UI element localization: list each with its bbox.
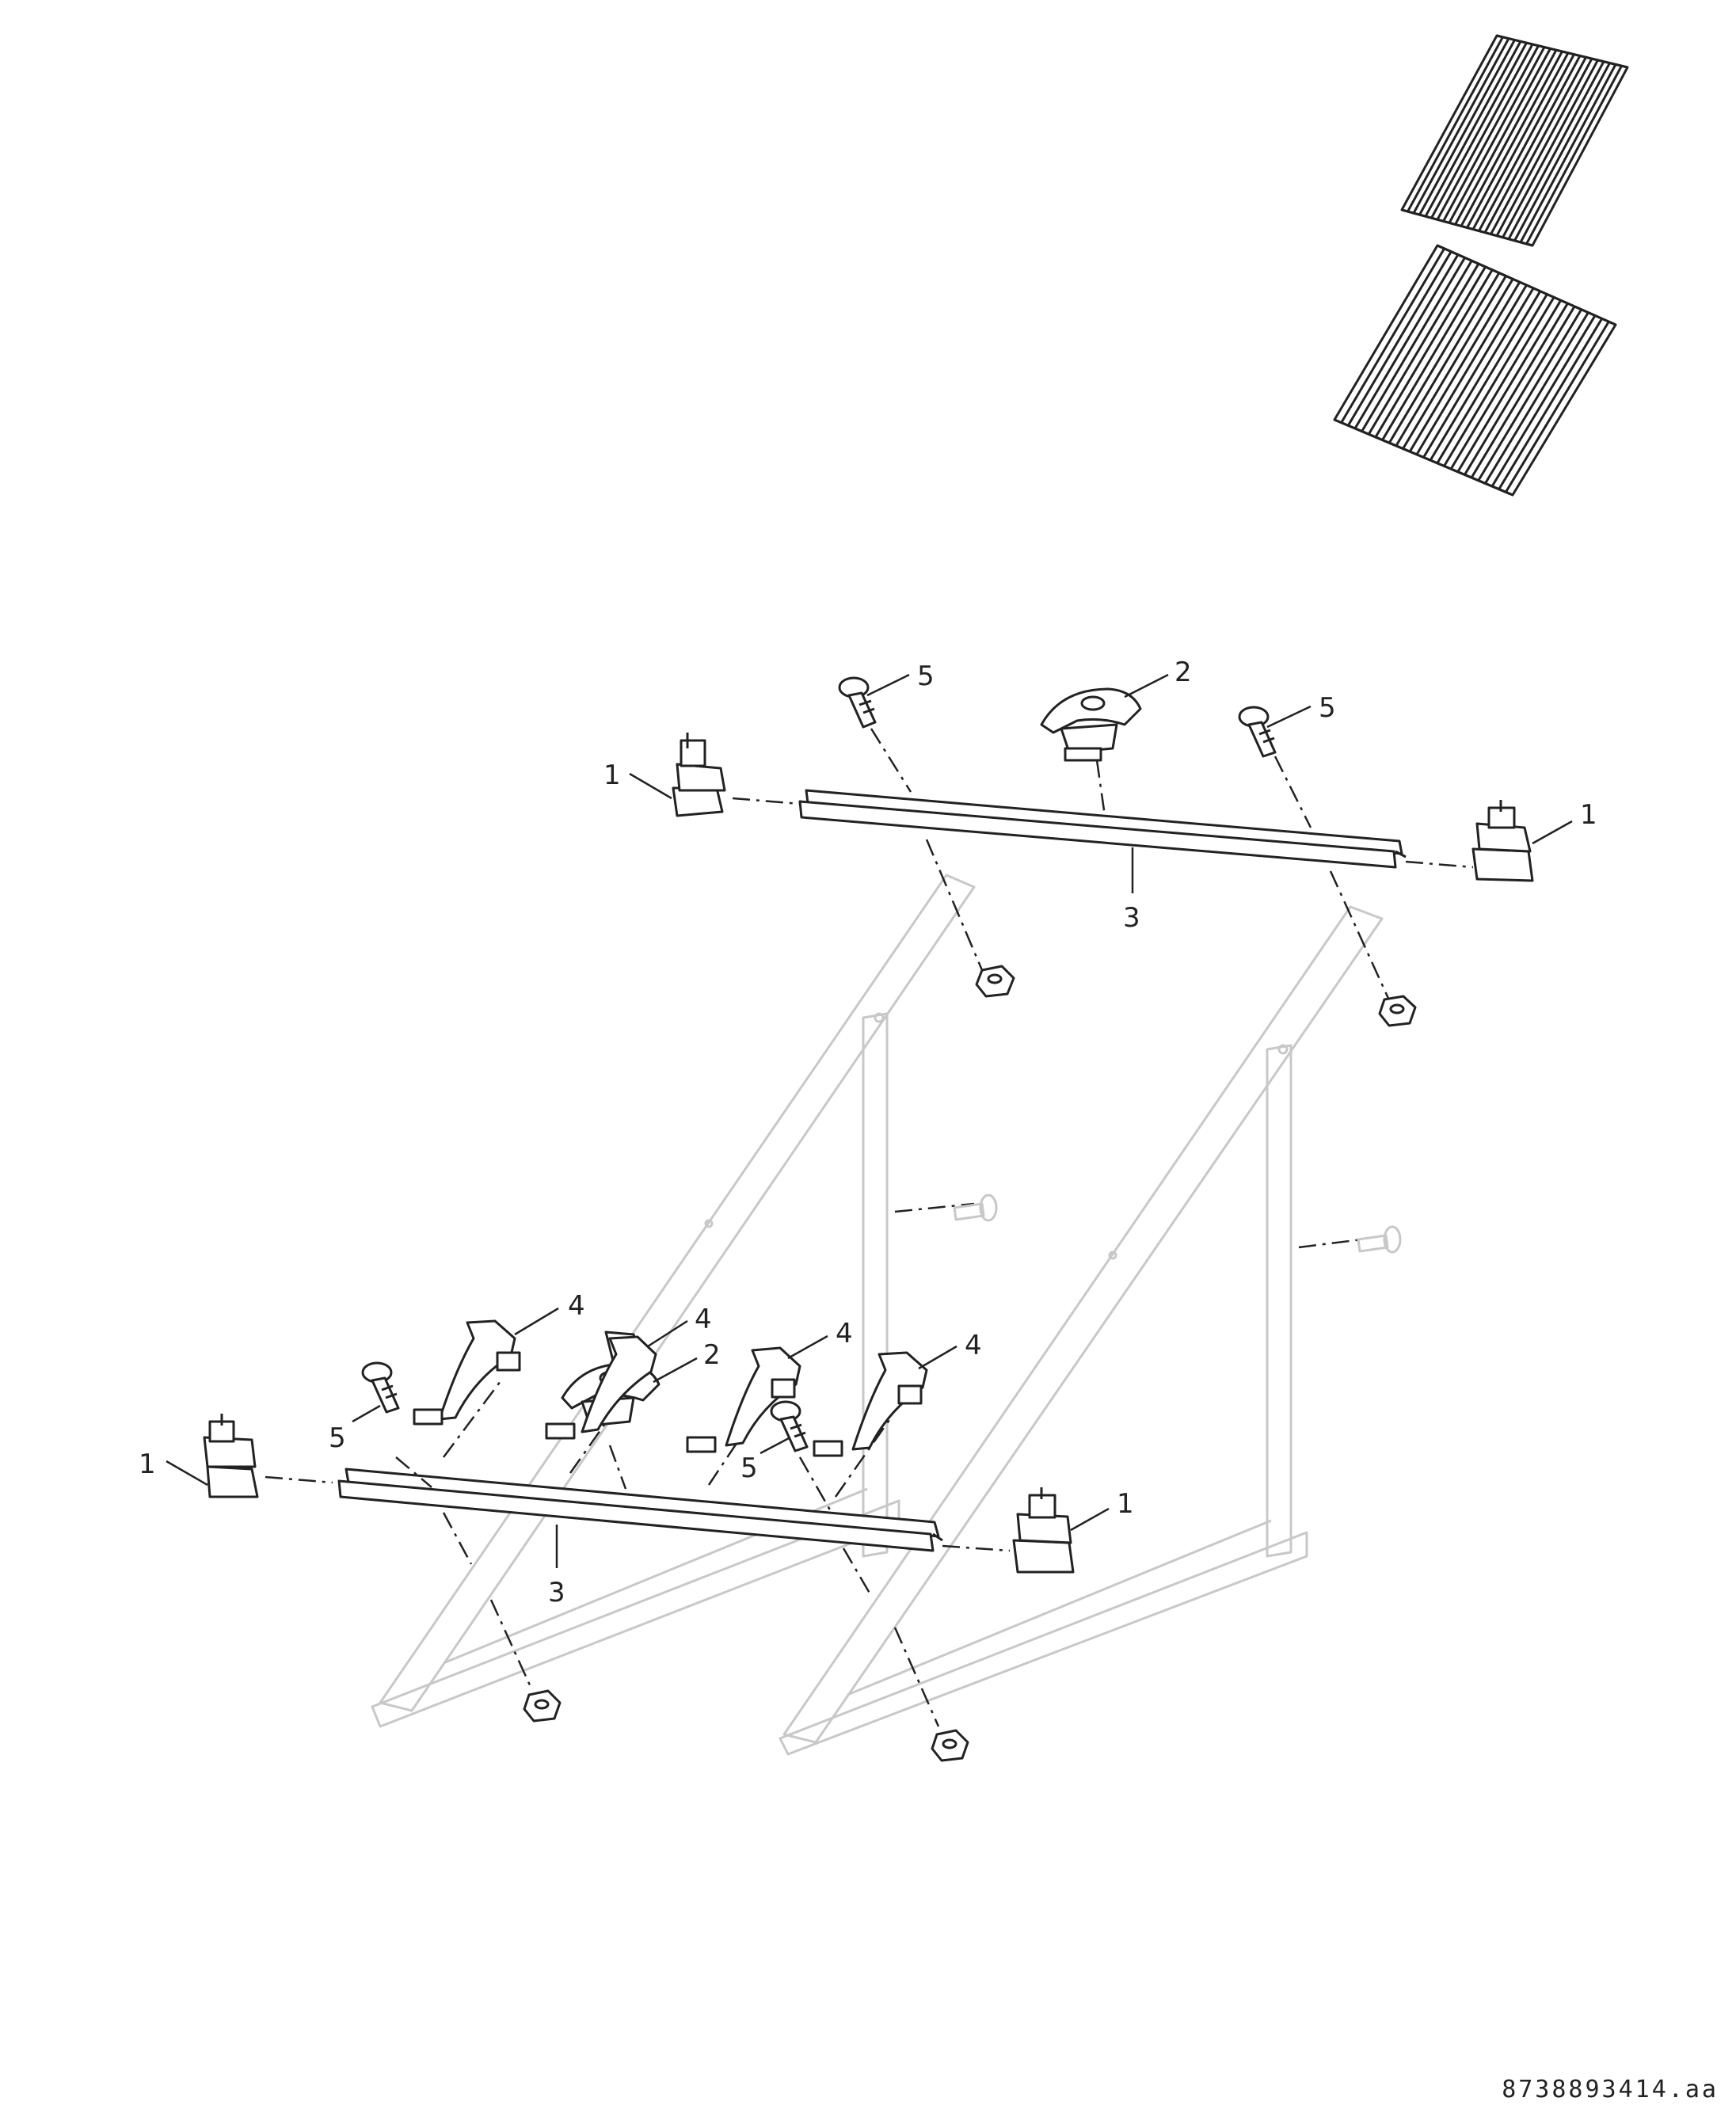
collector-tube	[1483, 55, 1582, 234]
collector-tube	[1443, 293, 1548, 467]
collector-tube	[1490, 314, 1597, 487]
callout-4-lower-3: 4	[836, 1318, 853, 1350]
callout-3-upper: 3	[1123, 902, 1140, 934]
nut-lower-right	[931, 1729, 969, 1762]
rail-lower	[337, 1468, 943, 1552]
collector-tube	[1436, 44, 1534, 220]
collector-tube	[1449, 296, 1555, 470]
bolt-lower-left	[361, 1361, 400, 1414]
document-number: 8738893414.aa	[1502, 2076, 1719, 2103]
collector-tube	[1484, 311, 1589, 485]
collector-tube	[1353, 253, 1460, 429]
bolt-lower-right	[770, 1400, 809, 1452]
collector-tube	[1422, 284, 1528, 459]
collector-tube	[1460, 49, 1558, 227]
callout-1-lower-right: 1	[1117, 1488, 1134, 1520]
collector-tube	[1490, 56, 1587, 235]
callout-4-lower-4: 4	[965, 1330, 982, 1361]
callout-1-upper-left: 1	[603, 759, 621, 791]
collector-tube	[1448, 46, 1546, 224]
support-frame-right	[779, 905, 1384, 1756]
collector-tube	[1361, 257, 1466, 432]
collector-tube	[1505, 321, 1610, 493]
collector-tube	[1454, 48, 1551, 226]
collector-tube	[1415, 281, 1521, 455]
collector-tube	[1388, 269, 1494, 443]
hook-lower-2	[545, 1335, 657, 1440]
collector-tube	[1470, 306, 1576, 478]
collector-tube	[1478, 53, 1575, 232]
collector-tube	[1519, 63, 1617, 243]
frame-bolt-left	[953, 1193, 998, 1222]
callout-4-lower-1: 4	[568, 1290, 585, 1322]
bolt-upper-left	[838, 676, 877, 729]
hook-lower-3	[686, 1346, 801, 1453]
collector-tube	[1367, 260, 1473, 436]
collector-tube	[1347, 250, 1452, 427]
collector-tube	[1424, 40, 1522, 217]
assembly-axis-lines-upper	[732, 728, 1474, 1003]
end-clamp-lower-left	[203, 1414, 259, 1498]
collector-tube	[1464, 303, 1569, 476]
collector-tube	[1374, 263, 1480, 438]
collector-tube	[1442, 45, 1540, 223]
bolt-upper-right	[1238, 706, 1277, 758]
collector-tube	[1498, 318, 1603, 490]
support-frame-left	[371, 874, 976, 1728]
hook-lower-1	[413, 1319, 521, 1426]
collector-tube	[1495, 58, 1593, 237]
collector-tube	[1381, 266, 1487, 441]
collector-tube	[1395, 272, 1501, 447]
nut-upper-left	[975, 965, 1015, 998]
nut-lower-left	[523, 1689, 562, 1723]
collector-tube	[1407, 36, 1504, 212]
collector-tube	[1477, 308, 1583, 482]
middle-clamp-upper	[1040, 687, 1142, 762]
rail-upper	[798, 789, 1407, 869]
callout-4-lower-2: 4	[695, 1304, 712, 1335]
collector-tube	[1525, 65, 1623, 245]
callout-5-lower-right: 5	[740, 1452, 758, 1484]
callout-2-lower: 2	[703, 1339, 721, 1371]
hook-lower-4	[813, 1351, 928, 1457]
collector-tube	[1418, 39, 1516, 215]
callout-5-upper-left: 5	[917, 660, 935, 692]
collector-tube	[1429, 287, 1535, 461]
nut-upper-right	[1378, 995, 1417, 1027]
collector-tube	[1513, 62, 1611, 242]
end-clamp-lower-right	[1012, 1487, 1075, 1574]
collector-panels-overview	[1333, 34, 1629, 497]
collector-panel-upper	[1400, 34, 1629, 247]
collector-tube	[1466, 51, 1563, 229]
collector-panel-lower	[1333, 244, 1617, 497]
end-clamp-upper-left	[672, 733, 726, 817]
collector-tube	[1436, 290, 1542, 464]
collector-tube	[1430, 42, 1528, 219]
collector-tube	[1402, 275, 1507, 450]
callout-2-upper: 2	[1174, 657, 1192, 688]
end-clamp-upper-right	[1471, 800, 1534, 882]
collector-tube	[1507, 61, 1605, 240]
collector-tube	[1412, 37, 1510, 214]
collector-tube	[1471, 52, 1570, 230]
callout-1-lower-left: 1	[139, 1449, 156, 1480]
collector-tube	[1502, 59, 1599, 238]
frame-bolt-right	[1357, 1225, 1402, 1254]
assembly-axis-lines-lower	[265, 1202, 1363, 1727]
callout-1-upper-right: 1	[1580, 799, 1597, 831]
collector-tube	[1408, 278, 1514, 452]
collector-tube	[1456, 299, 1563, 473]
collector-tube	[1340, 248, 1445, 424]
callout-5-upper-right: 5	[1319, 692, 1336, 724]
callout-5-lower-left: 5	[329, 1422, 346, 1454]
callout-3-lower: 3	[548, 1577, 565, 1608]
